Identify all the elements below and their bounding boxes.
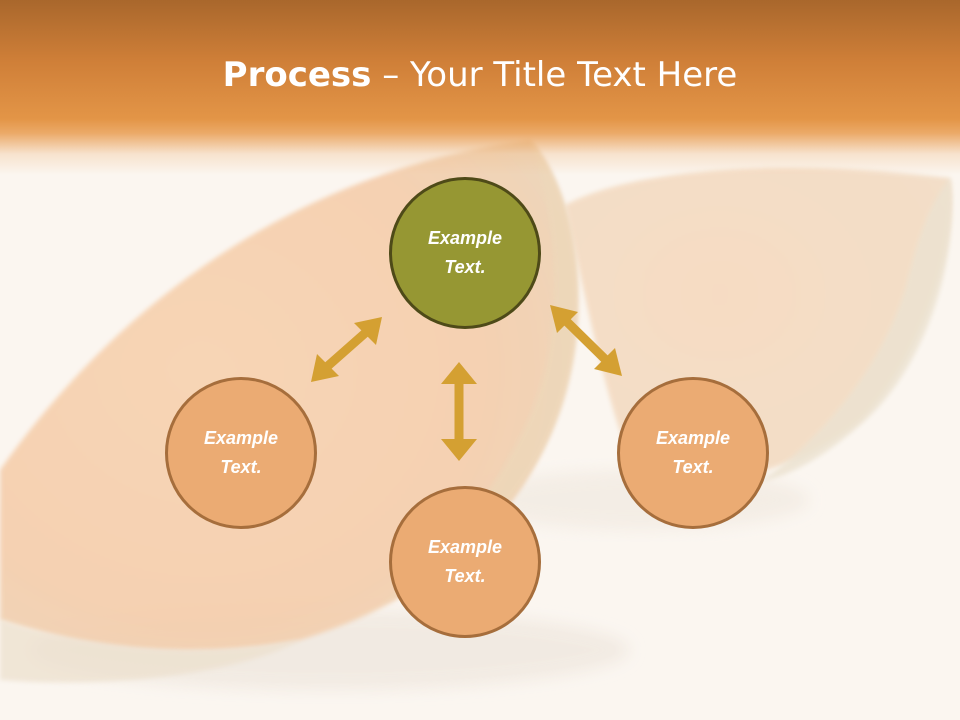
process-node-bottom-text: Example Text. [427,537,503,586]
process-node-center-text: Example Text. [427,228,503,277]
process-node-bottom[interactable]: Example Text. [389,486,541,638]
process-node-center[interactable]: Example Text. [389,177,541,329]
process-node-right-text: Example Text. [655,428,731,477]
title-separator: – [371,55,411,95]
process-node-left-text: Example Text. [203,428,279,477]
arrow-center-left [311,317,382,382]
title-bold-part: Process [222,55,372,95]
process-node-left[interactable]: Example Text. [165,377,317,529]
title-rest: Your Title Text Here [410,55,738,95]
arrow-center-right [550,305,622,376]
title-band [0,0,960,175]
process-node-right[interactable]: Example Text. [617,377,769,529]
arrow-center-bottom [441,362,477,461]
slide-title: Process – Your Title Text Here [0,50,960,100]
